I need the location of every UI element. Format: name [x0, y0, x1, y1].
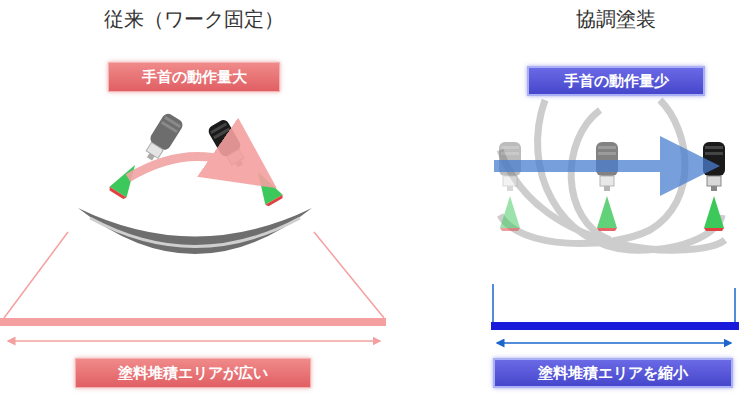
banner-text: 塗料堆積エリアが広い [118, 364, 268, 383]
grey-loops [500, 100, 725, 250]
banner-text: 手首の動作量大 [142, 68, 247, 87]
spread-line [314, 232, 384, 318]
banner-text: 手首の動作量少 [564, 72, 669, 91]
motion-arrow [494, 160, 696, 172]
spray-gun-end [703, 142, 725, 191]
banner-box: 手首の動作量少 [527, 66, 705, 96]
spray-cone [108, 160, 144, 200]
spray-cone [500, 196, 520, 231]
spray-cone [704, 196, 724, 231]
panel-heading: 協調塗装 [576, 6, 656, 33]
banner-box: 塗料堆積エリアを縮小 [493, 358, 733, 388]
grey-arc [78, 208, 312, 254]
panel-heading: 従来（ワーク固定） [104, 6, 284, 33]
banner-box: 手首の動作量大 [108, 62, 280, 92]
spread-line [4, 232, 68, 318]
area-edge [492, 284, 494, 324]
area-edge [734, 288, 736, 324]
deposit-area-bar [0, 318, 386, 326]
banner-text: 塗料堆積エリアを縮小 [538, 364, 688, 383]
deposit-area-bar [491, 322, 739, 330]
wrist-motion-arrow [128, 157, 262, 179]
width-arrow [497, 342, 731, 344]
banner-box: 塗料堆積エリアが広い [75, 358, 311, 388]
width-arrow [8, 340, 380, 342]
spray-cone [597, 196, 617, 231]
